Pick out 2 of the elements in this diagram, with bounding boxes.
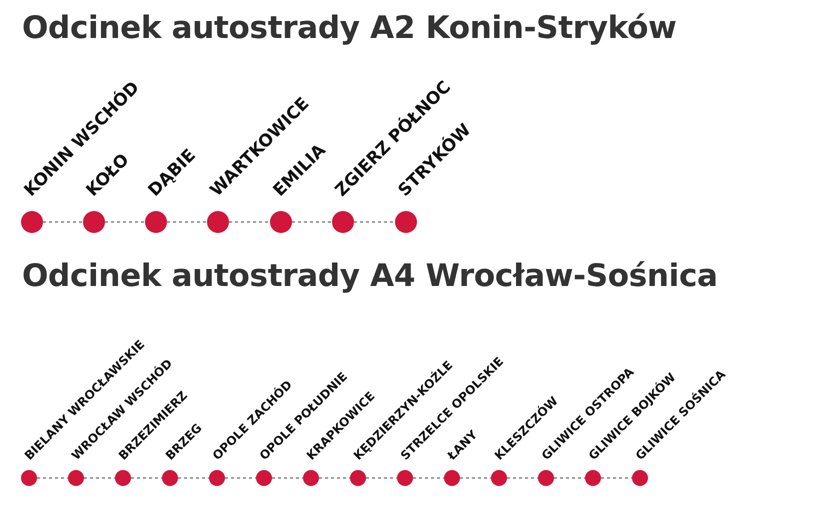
- section-heading: Odcinek autostrady A2 Konin-Stryków: [22, 10, 676, 46]
- section-heading: Odcinek autostrady A4 Wrocław-Sośnica: [22, 258, 718, 294]
